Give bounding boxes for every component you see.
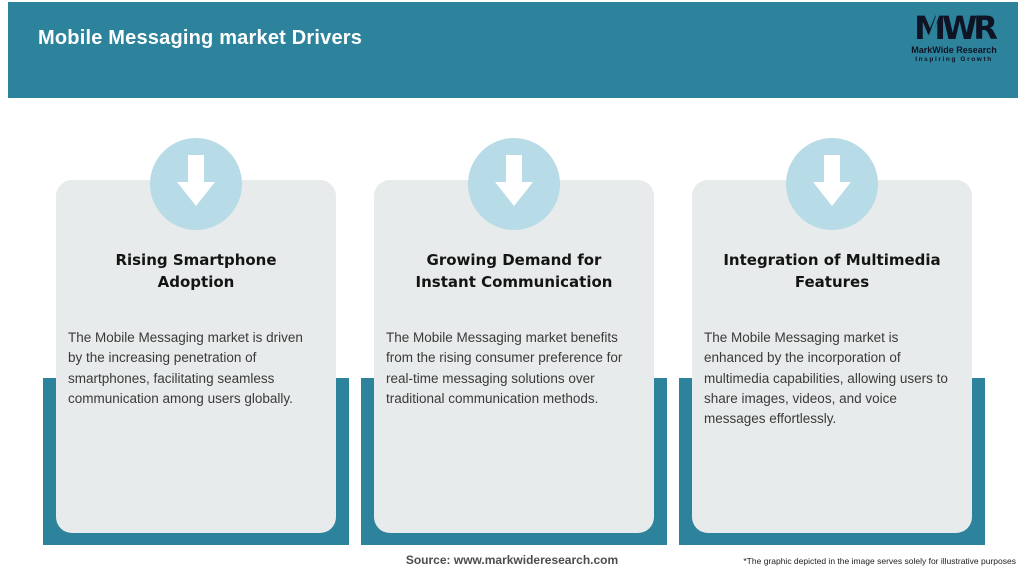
logo-company-name: MarkWide Research [911,45,997,55]
driver-card-instant-communication: Growing Demand for Instant Communication… [374,180,654,533]
card-description: The Mobile Messaging market is enhanced … [704,330,948,426]
down-arrow-icon [150,138,242,230]
card-description: The Mobile Messaging market benefits fro… [386,330,623,406]
logo-monogram: MWR [914,9,998,47]
down-arrow-icon [468,138,560,230]
driver-card-rising-smartphone-adoption: Rising Smartphone Adoption The Mobile Me… [56,180,336,533]
header-band: Mobile Messaging market Drivers MWR Mark… [8,2,1018,98]
driver-card-multimedia-features: Integration of Multimedia Features The M… [692,180,972,533]
page-title: Mobile Messaging market Drivers [38,27,363,49]
card-title: Rising Smartphone Adoption [115,251,277,291]
card-title: Growing Demand for Instant Communication [415,251,613,291]
disclaimer-note: *The graphic depicted in the image serve… [743,556,1016,566]
logo-tagline: Inspiring Growth [915,56,993,63]
down-arrow-icon [786,138,878,230]
markwide-research-logo: MWR MarkWide Research Inspiring Growth [906,12,1002,63]
card-title: Integration of Multimedia Features [723,251,941,291]
source-attribution: Source: www.markwideresearch.com [405,553,619,567]
card-description: The Mobile Messaging market is driven by… [68,330,303,406]
